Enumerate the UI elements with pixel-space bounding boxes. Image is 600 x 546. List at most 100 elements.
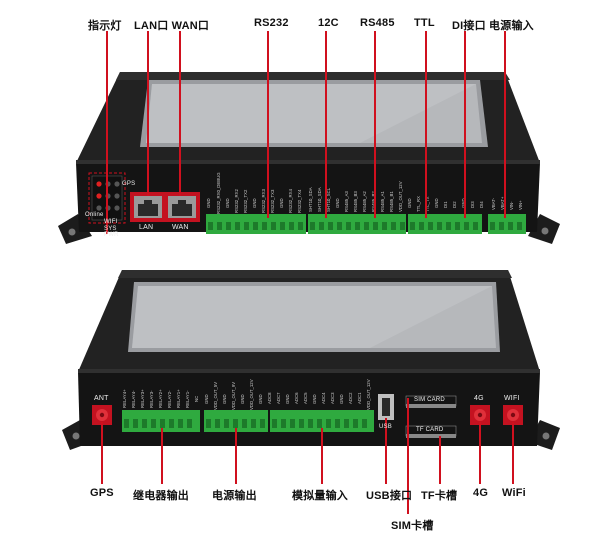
- lan-port-label: LAN: [139, 224, 154, 231]
- svg-text:VDD_OUT_12V: VDD_OUT_12V: [366, 379, 371, 410]
- svg-text:VDD_OUT_12V: VDD_OUT_12V: [398, 181, 403, 212]
- svg-text:GND: GND: [434, 198, 439, 208]
- svg-text:GND: GND: [258, 394, 263, 404]
- led-highlight-box: [88, 172, 126, 224]
- callout-tf: TF卡槽: [421, 490, 458, 502]
- svg-text:GND: GND: [407, 198, 412, 208]
- svg-text:SHT10_SDA: SHT10_SDA: [308, 187, 313, 212]
- leader-lines-top: [106, 31, 506, 234]
- callout-gps: GPS: [90, 487, 114, 499]
- svg-text:RELAY2-: RELAY2-: [167, 390, 172, 408]
- ant-label: ANT: [94, 395, 109, 402]
- callout-analog-in: 模拟量输入: [292, 490, 348, 502]
- svg-text:ADC5: ADC5: [303, 392, 308, 404]
- svg-text:ADC2: ADC2: [348, 392, 353, 404]
- svg-text:RELAY3-: RELAY3-: [149, 390, 154, 408]
- callout-wifi: WiFi: [502, 487, 526, 499]
- svg-text:RELAY2+: RELAY2+: [158, 389, 163, 408]
- svg-text:ADC4: ADC4: [321, 392, 326, 404]
- svg-text:GND: GND: [204, 394, 209, 404]
- svg-text:RS232_TX2: RS232_TX2: [243, 189, 248, 213]
- svg-text:RS232_RX2: RS232_RX2: [234, 189, 239, 213]
- online-led-label: Online: [85, 212, 104, 218]
- svg-text:GND: GND: [339, 394, 344, 404]
- gps-antenna-port: [92, 405, 112, 425]
- svg-text:ADC7: ADC7: [276, 392, 281, 404]
- svg-text:GND: GND: [206, 198, 211, 208]
- svg-text:DI3: DI3: [470, 201, 475, 208]
- svg-text:DI2: DI2: [452, 201, 457, 208]
- svg-text:GND: GND: [240, 394, 245, 404]
- callout-rs232: RS232: [254, 17, 289, 29]
- svg-text:VIN+: VIN+: [518, 200, 523, 210]
- svg-text:GND: GND: [225, 198, 230, 208]
- top-device: GND RS232_RX0_DEBUG GND RS232_RX2 RS232_…: [58, 72, 560, 244]
- svg-text:RS232_TX4: RS232_TX4: [297, 189, 302, 213]
- svg-text:NC: NC: [194, 396, 199, 402]
- svg-text:GND: GND: [312, 394, 317, 404]
- svg-text:GND: GND: [252, 198, 257, 208]
- usb-port-label: USB: [379, 424, 392, 430]
- callout-usb: USB接口: [366, 490, 413, 502]
- tf-card-label: TF CARD: [416, 427, 444, 433]
- lte-antenna-port: [470, 405, 490, 425]
- svg-text:ADC1: ADC1: [357, 392, 362, 404]
- svg-text:GND: GND: [461, 198, 466, 208]
- callout-power-out: 电源输出: [212, 490, 257, 502]
- sim-card-label: SIM CARD: [414, 397, 445, 403]
- svg-text:RELAY4-: RELAY4-: [131, 390, 136, 408]
- wifi-ant-label: WIFI: [504, 395, 520, 402]
- svg-text:ADC3: ADC3: [330, 392, 335, 404]
- svg-text:GND: GND: [335, 198, 340, 208]
- callout-4g: 4G: [473, 487, 489, 499]
- terminal-silkscreen-top: GND RS232_RX0_DEBUG GND RS232_RX2 RS232_…: [206, 172, 523, 214]
- pwr-led-label: PWR: [104, 232, 119, 238]
- svg-text:RS232_RX0_DEBUG: RS232_RX0_DEBUG: [216, 172, 221, 214]
- ethernet-ports: [130, 192, 200, 222]
- svg-text:VBAT-: VBAT-: [491, 197, 496, 210]
- callout-rs485: RS485: [360, 17, 395, 29]
- terminal-blocks-top: [206, 214, 526, 234]
- svg-text:RELAY1+: RELAY1+: [176, 389, 181, 408]
- svg-text:GND: GND: [222, 394, 227, 404]
- callout-relay: 继电器输出: [133, 490, 189, 502]
- callout-ttl: TTL: [414, 17, 435, 29]
- callout-sim: SIM卡槽: [391, 520, 434, 532]
- callout-i2c: 12C: [318, 17, 339, 29]
- svg-text:RS485_A3: RS485_A3: [344, 191, 349, 212]
- gps-led-label: GPS: [122, 181, 136, 187]
- svg-text:RS485_A2: RS485_A2: [362, 191, 367, 212]
- svg-text:RS232_RX3: RS232_RX3: [261, 189, 266, 213]
- 4g-ant-label: 4G: [474, 395, 484, 402]
- callout-lan-wan: LAN口 WAN口: [134, 20, 210, 32]
- svg-text:SHT10_SDA: SHT10_SDA: [317, 187, 322, 212]
- wifi-antenna-port: [503, 405, 523, 425]
- wan-port-label: WAN: [172, 224, 189, 231]
- svg-text:RS232_TX3: RS232_TX3: [270, 189, 275, 213]
- svg-text:VDD_OUT_12V: VDD_OUT_12V: [249, 379, 254, 410]
- svg-text:RS485_B2: RS485_B2: [371, 191, 376, 212]
- callout-di-power: DI接口 电源输入: [452, 20, 534, 32]
- card-slots: [405, 395, 457, 438]
- svg-text:RELAY4+: RELAY4+: [122, 389, 127, 408]
- bottom-device: RELAY4+ RELAY4- RELAY3+ RELAY3- RELAY2+ …: [62, 270, 560, 450]
- svg-text:RS485_B1: RS485_B1: [389, 191, 394, 212]
- svg-text:RELAY3+: RELAY3+: [140, 389, 145, 408]
- svg-text:VBAT+: VBAT+: [500, 196, 505, 210]
- callout-indicator: 指示灯: [88, 20, 122, 32]
- svg-text:VIN-: VIN-: [509, 201, 514, 210]
- svg-text:RS485_A1: RS485_A1: [380, 191, 385, 212]
- svg-text:RS485_B3: RS485_B3: [353, 191, 358, 212]
- svg-text:GND: GND: [279, 198, 284, 208]
- svg-text:ADC6: ADC6: [294, 392, 299, 404]
- svg-text:RS232_RX4: RS232_RX4: [288, 189, 293, 213]
- svg-text:TTL_TX: TTL_TX: [425, 196, 430, 212]
- svg-text:RELAY1-: RELAY1-: [185, 390, 190, 408]
- svg-text:GND: GND: [285, 394, 290, 404]
- wifi-led-label: WIFI: [104, 219, 118, 225]
- svg-text:VDD_OUT_5V: VDD_OUT_5V: [213, 382, 218, 410]
- svg-text:DI4: DI4: [479, 201, 484, 208]
- svg-text:DI1: DI1: [443, 201, 448, 208]
- leader-lines-bottom: [101, 398, 514, 514]
